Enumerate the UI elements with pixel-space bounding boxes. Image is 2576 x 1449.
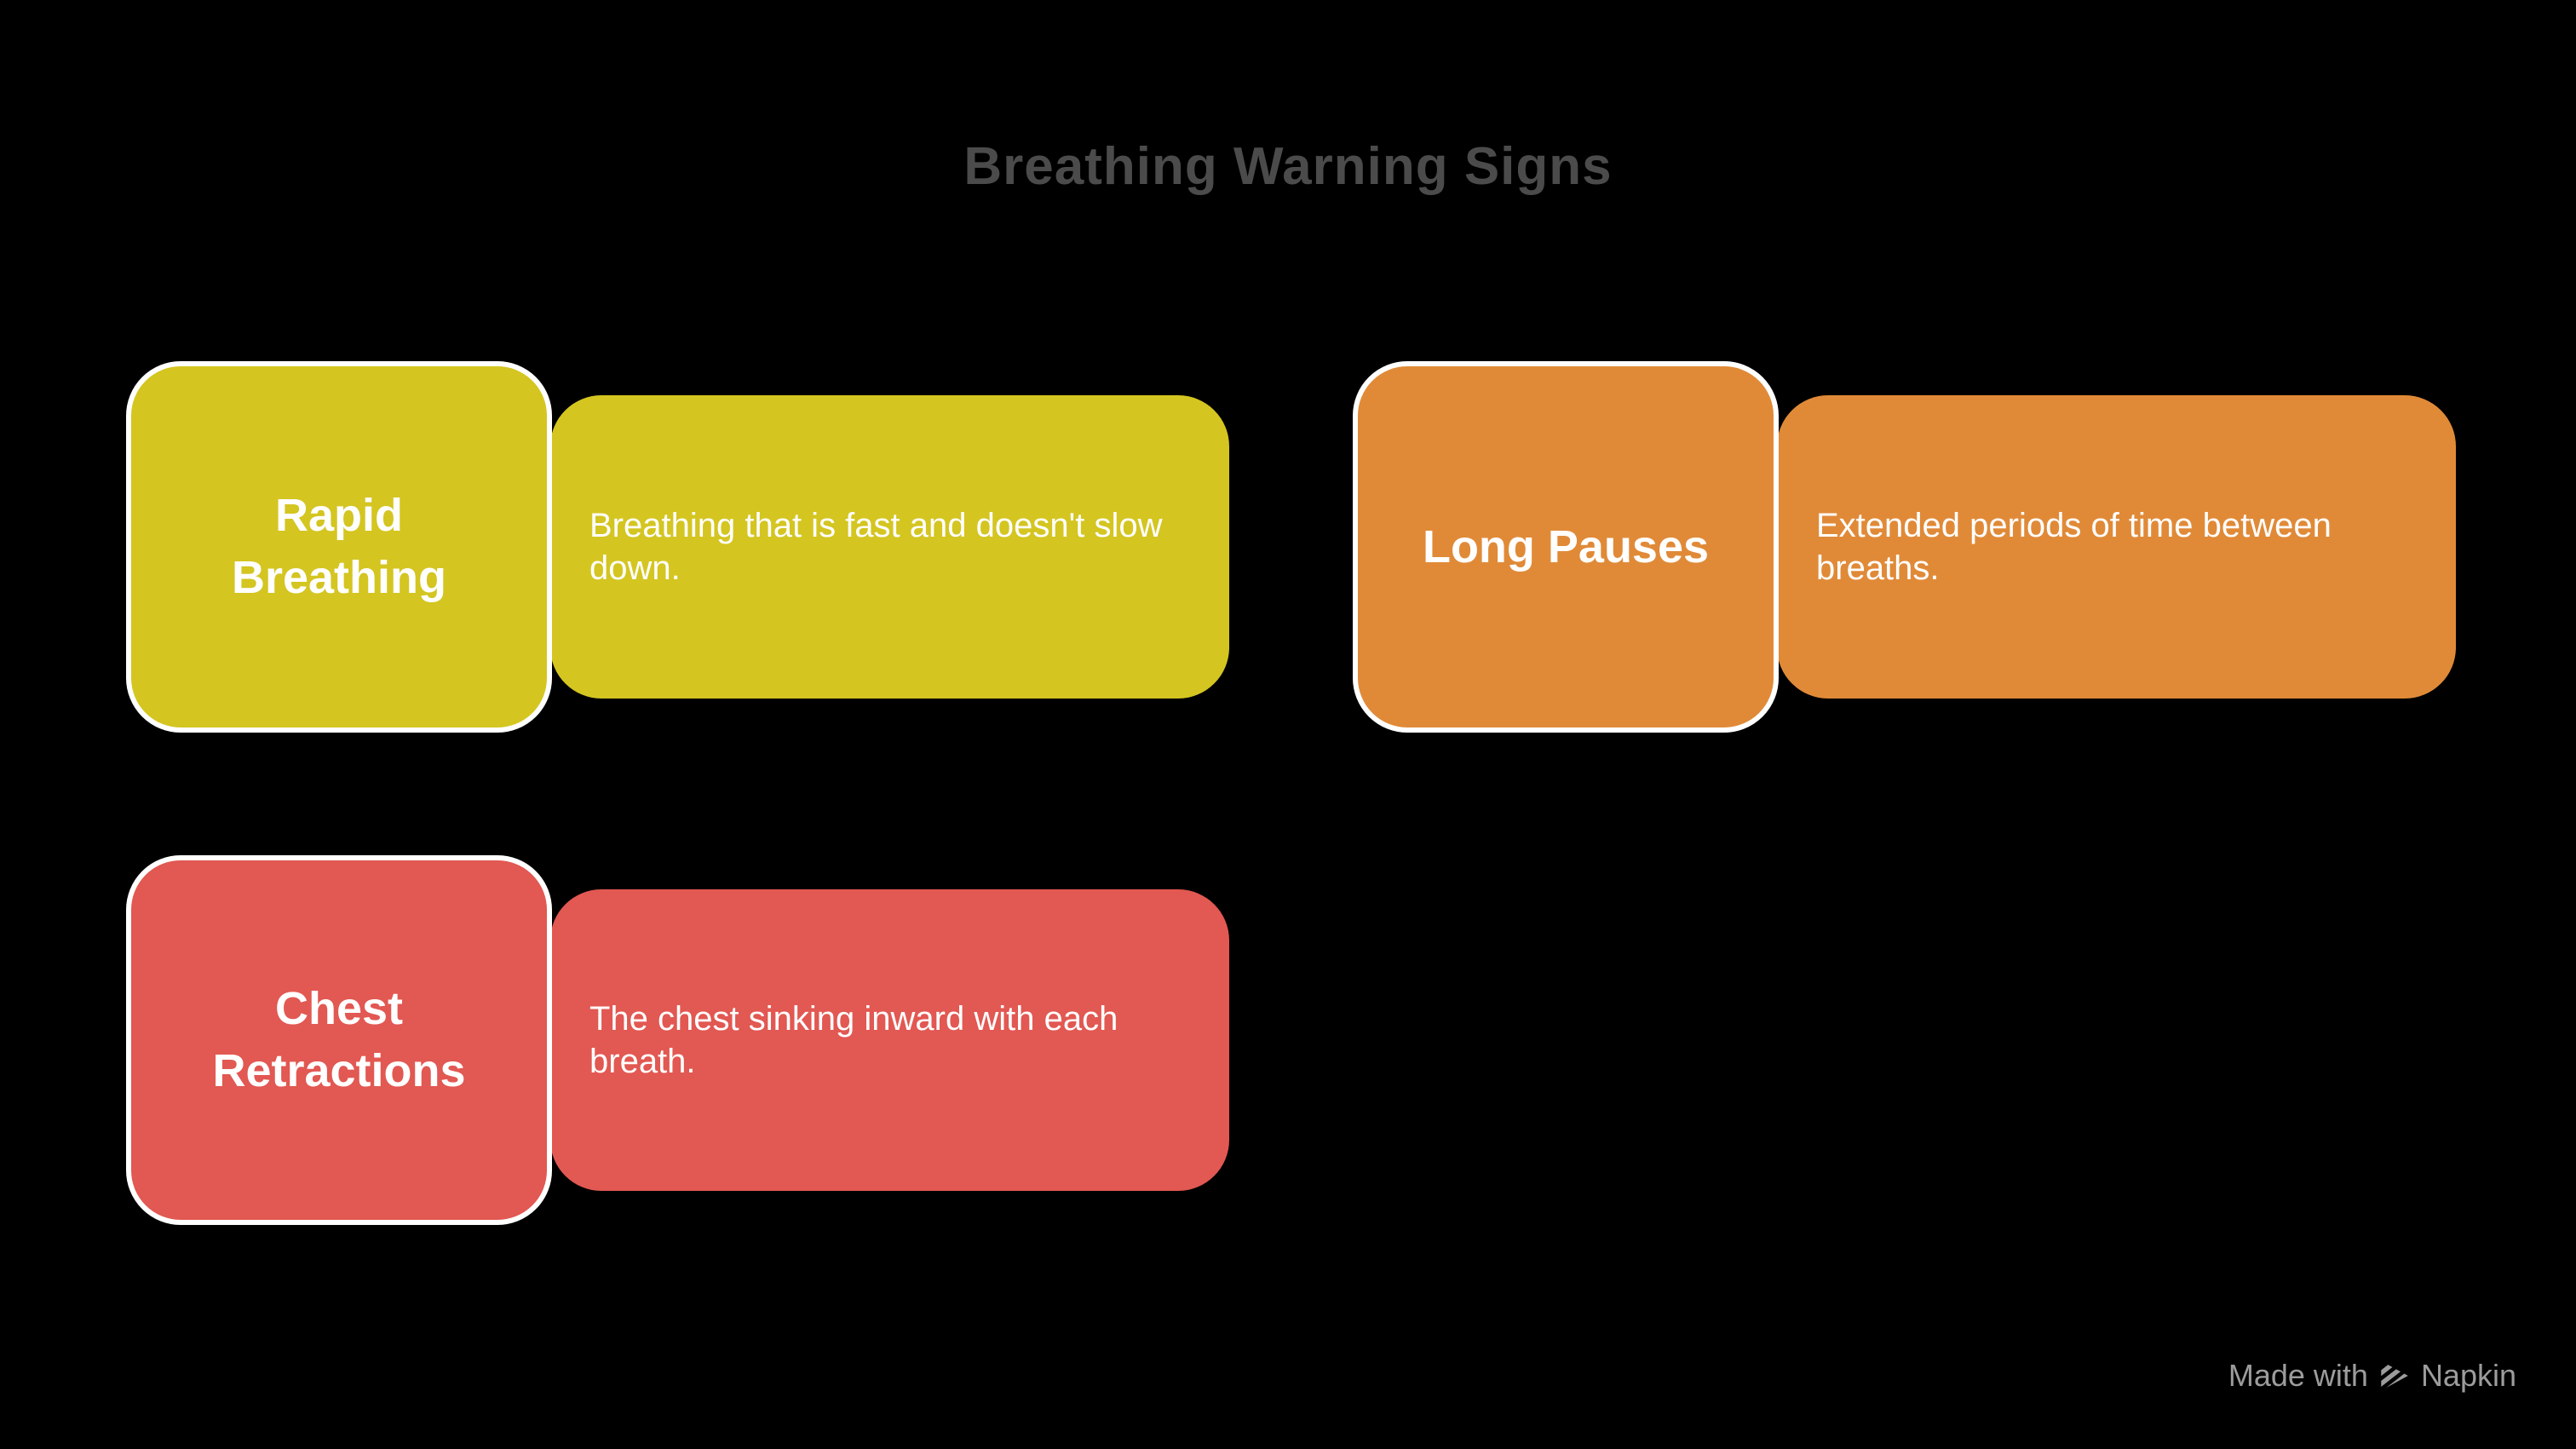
card-label: Rapid Breathing bbox=[231, 490, 447, 603]
card-badge: Long Pauses bbox=[1353, 361, 1779, 733]
napkin-logo-icon bbox=[2378, 1360, 2411, 1392]
card-description-box: Breathing that is fast and doesn't slow … bbox=[550, 395, 1229, 699]
watermark-brand: Napkin bbox=[2420, 1358, 2516, 1393]
made-with-napkin-watermark: Made with Napkin bbox=[2228, 1358, 2516, 1394]
card-description: Breathing that is fast and doesn't slow … bbox=[589, 507, 1163, 587]
card-badge: Chest Retractions bbox=[126, 855, 552, 1225]
card-description: Extended periods of time between breaths… bbox=[1816, 507, 2332, 587]
card-badge: Rapid Breathing bbox=[126, 361, 552, 733]
watermark-prefix: Made with bbox=[2228, 1358, 2368, 1393]
card-label: Chest Retractions bbox=[212, 983, 466, 1096]
card-description-box: Extended periods of time between breaths… bbox=[1777, 395, 2456, 699]
card-label: Long Pauses bbox=[1422, 520, 1710, 572]
card-description: The chest sinking inward with each breat… bbox=[589, 1000, 1118, 1080]
page-title: Breathing Warning Signs bbox=[963, 137, 1613, 196]
card-description-box: The chest sinking inward with each breat… bbox=[550, 889, 1229, 1191]
